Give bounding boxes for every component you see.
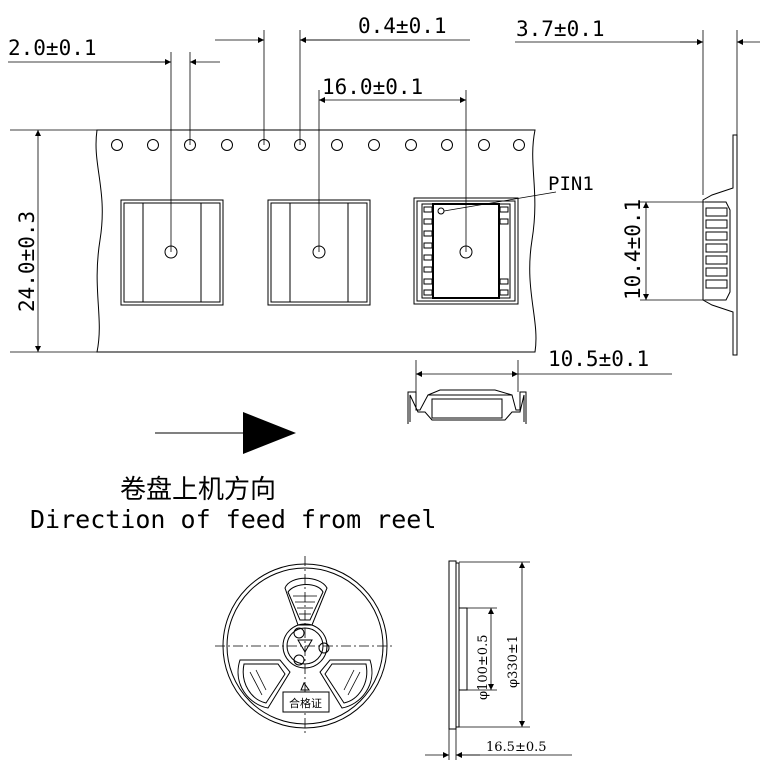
dim-pocket-depth: 10.4±0.1 xyxy=(621,199,645,300)
carrier-tape-top-view: PIN1 2.0±0.1 0.4±0.1 16.0±0.1 24.0±0.3 xyxy=(8,14,594,353)
tape-outline xyxy=(95,129,537,353)
pin1-label: PIN1 xyxy=(548,173,594,195)
dim-hole-offset: 2.0±0.1 xyxy=(8,36,97,60)
sprocket-holes xyxy=(111,139,525,151)
certificate-text: 合格证 xyxy=(289,696,322,710)
dim-pocket-width: 10.5±0.1 xyxy=(548,347,649,371)
dim-hub-diameter: φ100±0.5 xyxy=(476,635,491,700)
feed-direction-en: Direction of feed from reel xyxy=(30,505,436,534)
section-view: 10.5±0.1 xyxy=(407,347,672,424)
sprocket-hole xyxy=(111,139,123,151)
dim-hole-diameter: 0.4±0.1 xyxy=(358,14,447,38)
sprocket-hole xyxy=(368,139,380,151)
sprocket-hole xyxy=(478,139,490,151)
sprocket-hole xyxy=(331,139,343,151)
sprocket-hole xyxy=(441,139,453,151)
feed-direction-arrow xyxy=(155,412,296,454)
sprocket-hole xyxy=(513,139,525,151)
feed-direction-cn: 卷盘上机方向 xyxy=(120,475,276,505)
dim-pitch: 16.0±0.1 xyxy=(322,75,423,99)
side-view: 3.7±0.1 10.4±0.1 xyxy=(515,17,760,356)
sprocket-hole xyxy=(405,139,417,151)
reel-front-view: 合格证 xyxy=(215,556,395,736)
pin1-marker xyxy=(437,207,445,215)
dim-reel-width: 16.5±0.5 xyxy=(486,740,547,755)
pocket-empty-1 xyxy=(120,199,224,306)
reel-side-view: φ100±0.5 φ330±1 16.5±0.5 xyxy=(425,560,572,760)
dim-thickness: 3.7±0.1 xyxy=(516,17,605,41)
dim-reel-diameter: φ330±1 xyxy=(506,635,521,688)
sprocket-hole xyxy=(147,139,159,151)
sprocket-hole xyxy=(221,139,233,151)
dim-tape-width: 24.0±0.3 xyxy=(15,211,39,312)
certificate-label xyxy=(282,691,330,713)
